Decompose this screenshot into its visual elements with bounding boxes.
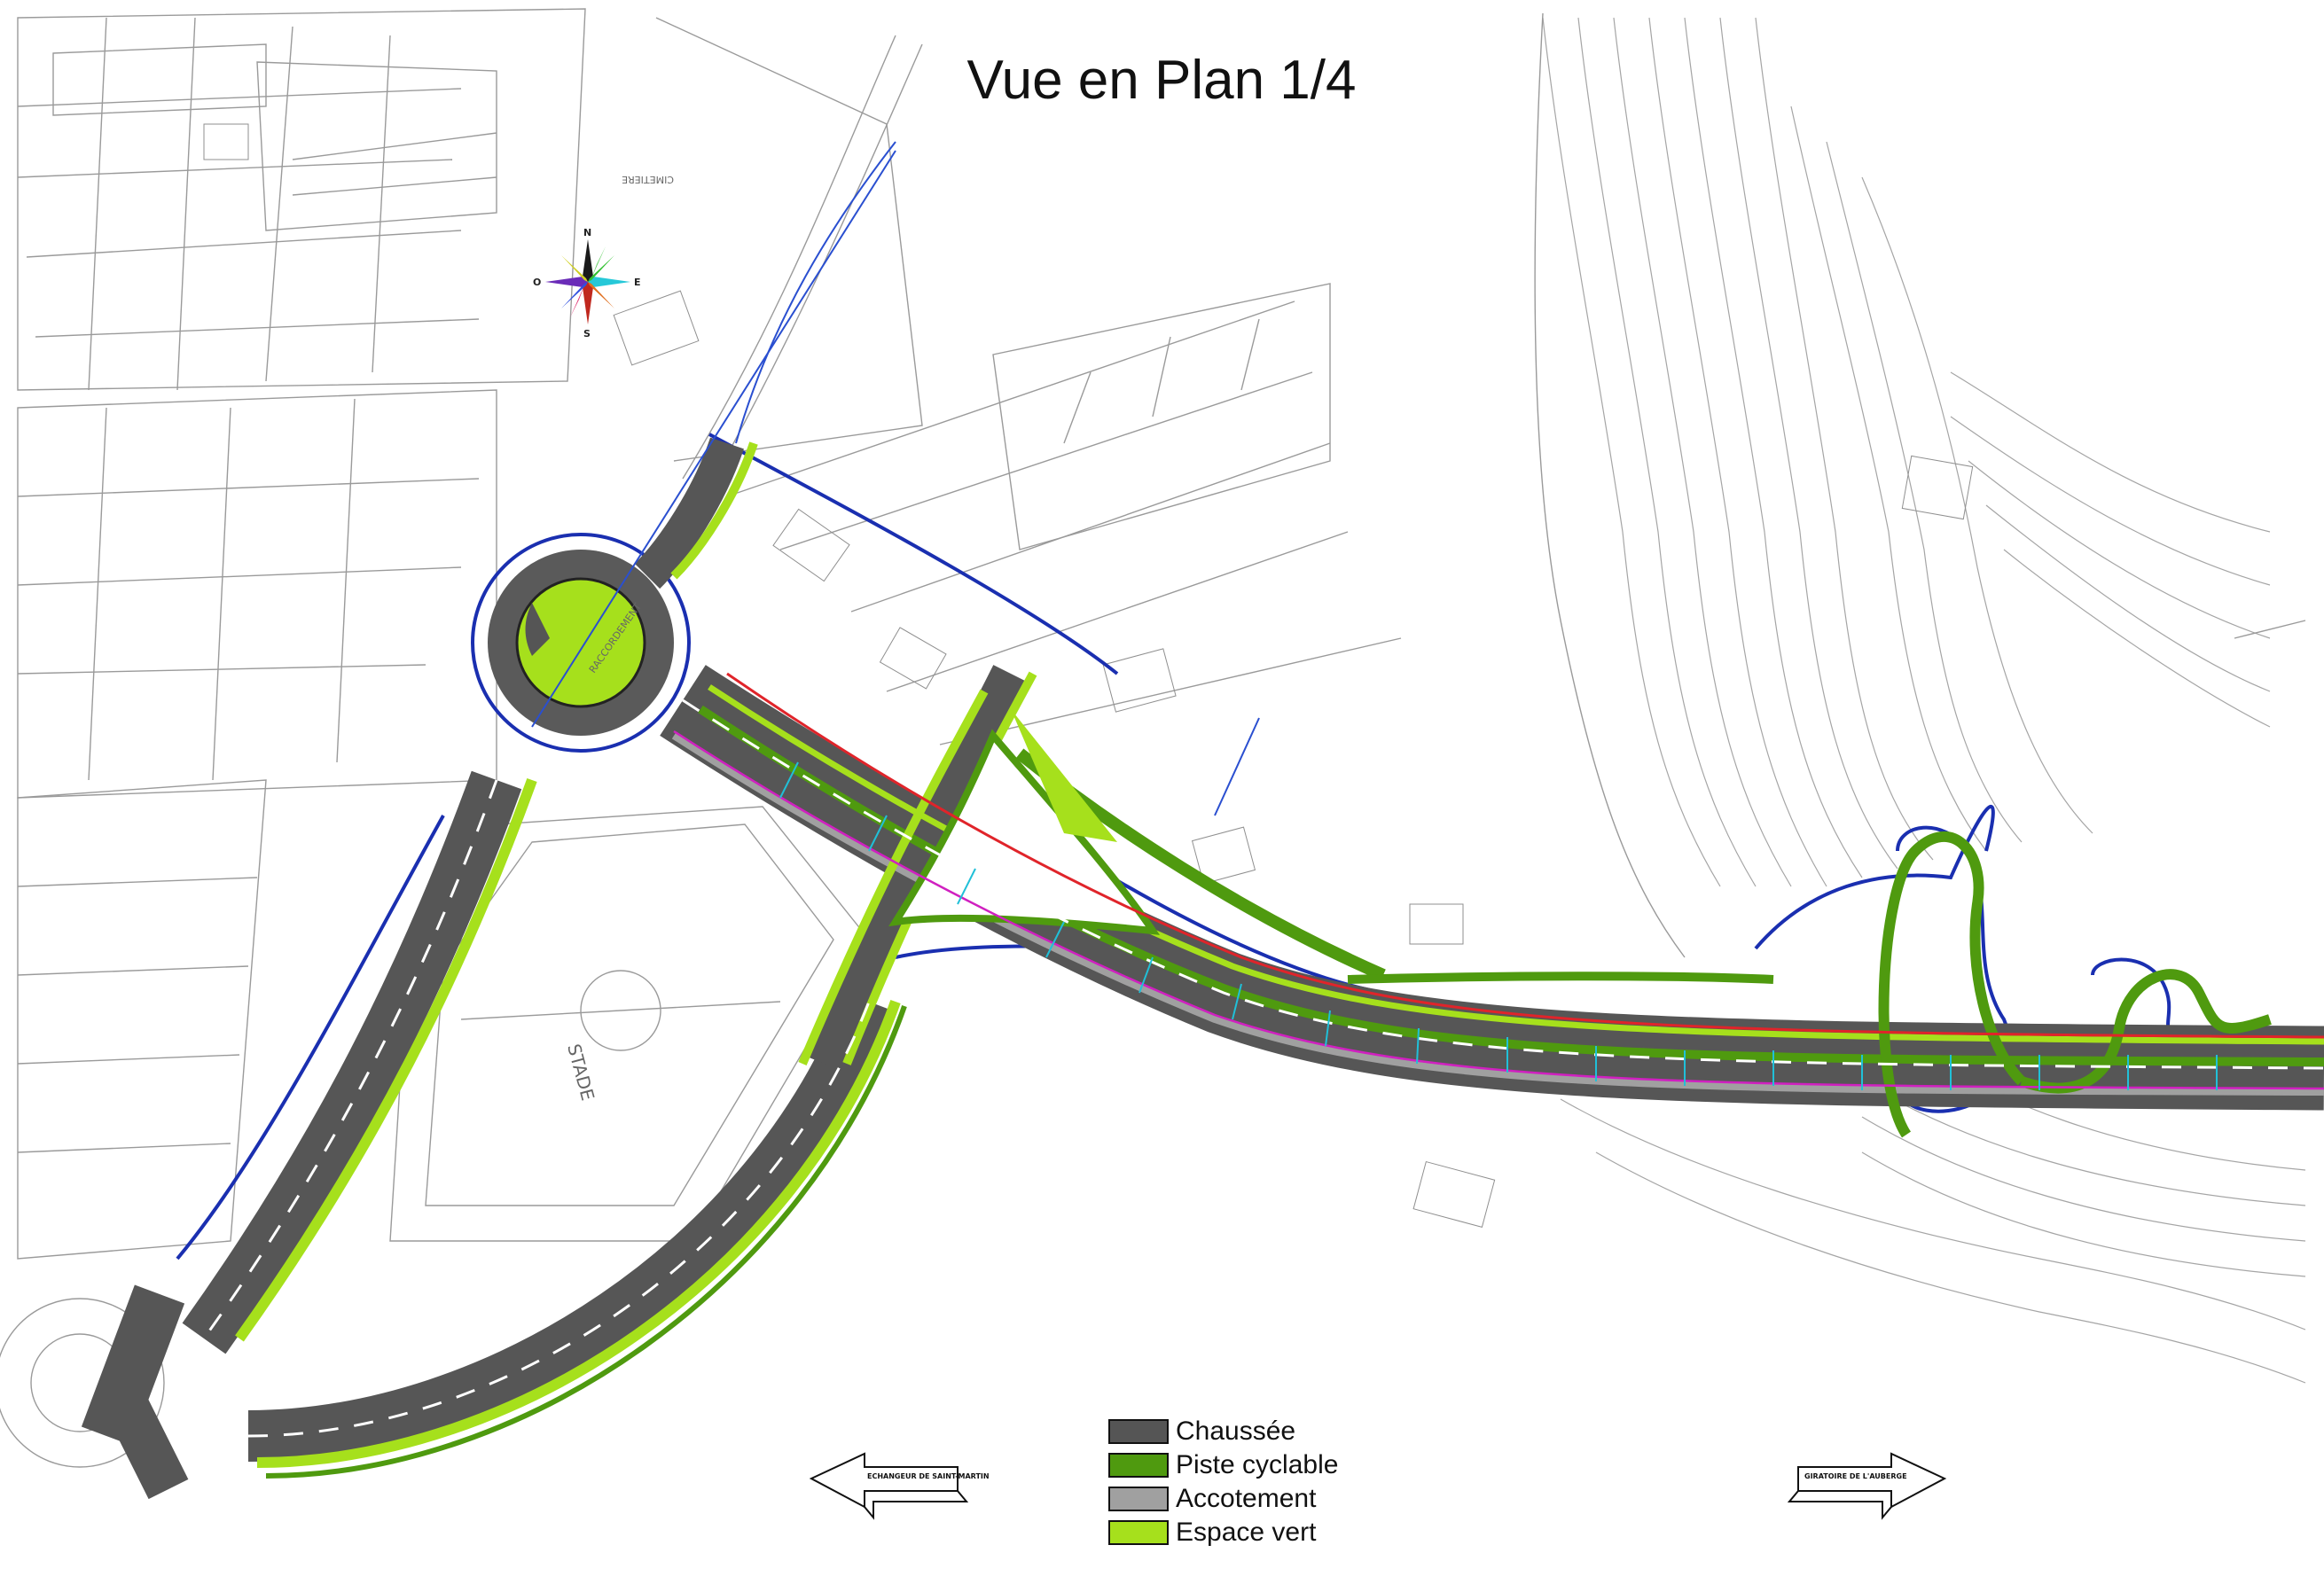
direction-arrow-right-text: GIRATOIRE DE L'AUBERGE [1804, 1472, 1907, 1480]
legend-item: Piste cyclable [1108, 1448, 1338, 1482]
legend-swatch [1108, 1453, 1169, 1478]
direction-arrow-left: ECHANGEUR DE SAINT-MARTIN [809, 1452, 990, 1520]
compass-north: N [583, 227, 591, 238]
compass-east: E [634, 277, 641, 288]
cimetiere-label: CIMETIERE [622, 174, 674, 185]
legend-label: Chaussée [1176, 1416, 1296, 1446]
page-title: Vue en Plan 1/4 [966, 50, 1357, 111]
legend-label: Accotement [1176, 1484, 1317, 1513]
legend-item: Accotement [1108, 1482, 1338, 1516]
road-works [81, 141, 2324, 1500]
compass-west: O [533, 277, 541, 288]
legend-item: Chaussée [1108, 1415, 1338, 1448]
legend-label: Espace vert [1176, 1518, 1317, 1547]
legend-item: Espace vert [1108, 1516, 1338, 1549]
direction-arrow-right: GIRATOIRE DE L'AUBERGE [1787, 1452, 1947, 1520]
map-legend: Chaussée Piste cyclable Accotement Espac… [1108, 1415, 1338, 1549]
direction-arrow-left-text: ECHANGEUR DE SAINT-MARTIN [867, 1472, 990, 1480]
compass-rose-icon: N S E O [533, 227, 641, 339]
compass-south: S [583, 328, 591, 339]
legend-swatch [1108, 1419, 1169, 1444]
legend-label: Piste cyclable [1176, 1450, 1339, 1479]
legend-swatch [1108, 1520, 1169, 1545]
legend-swatch [1108, 1487, 1169, 1511]
